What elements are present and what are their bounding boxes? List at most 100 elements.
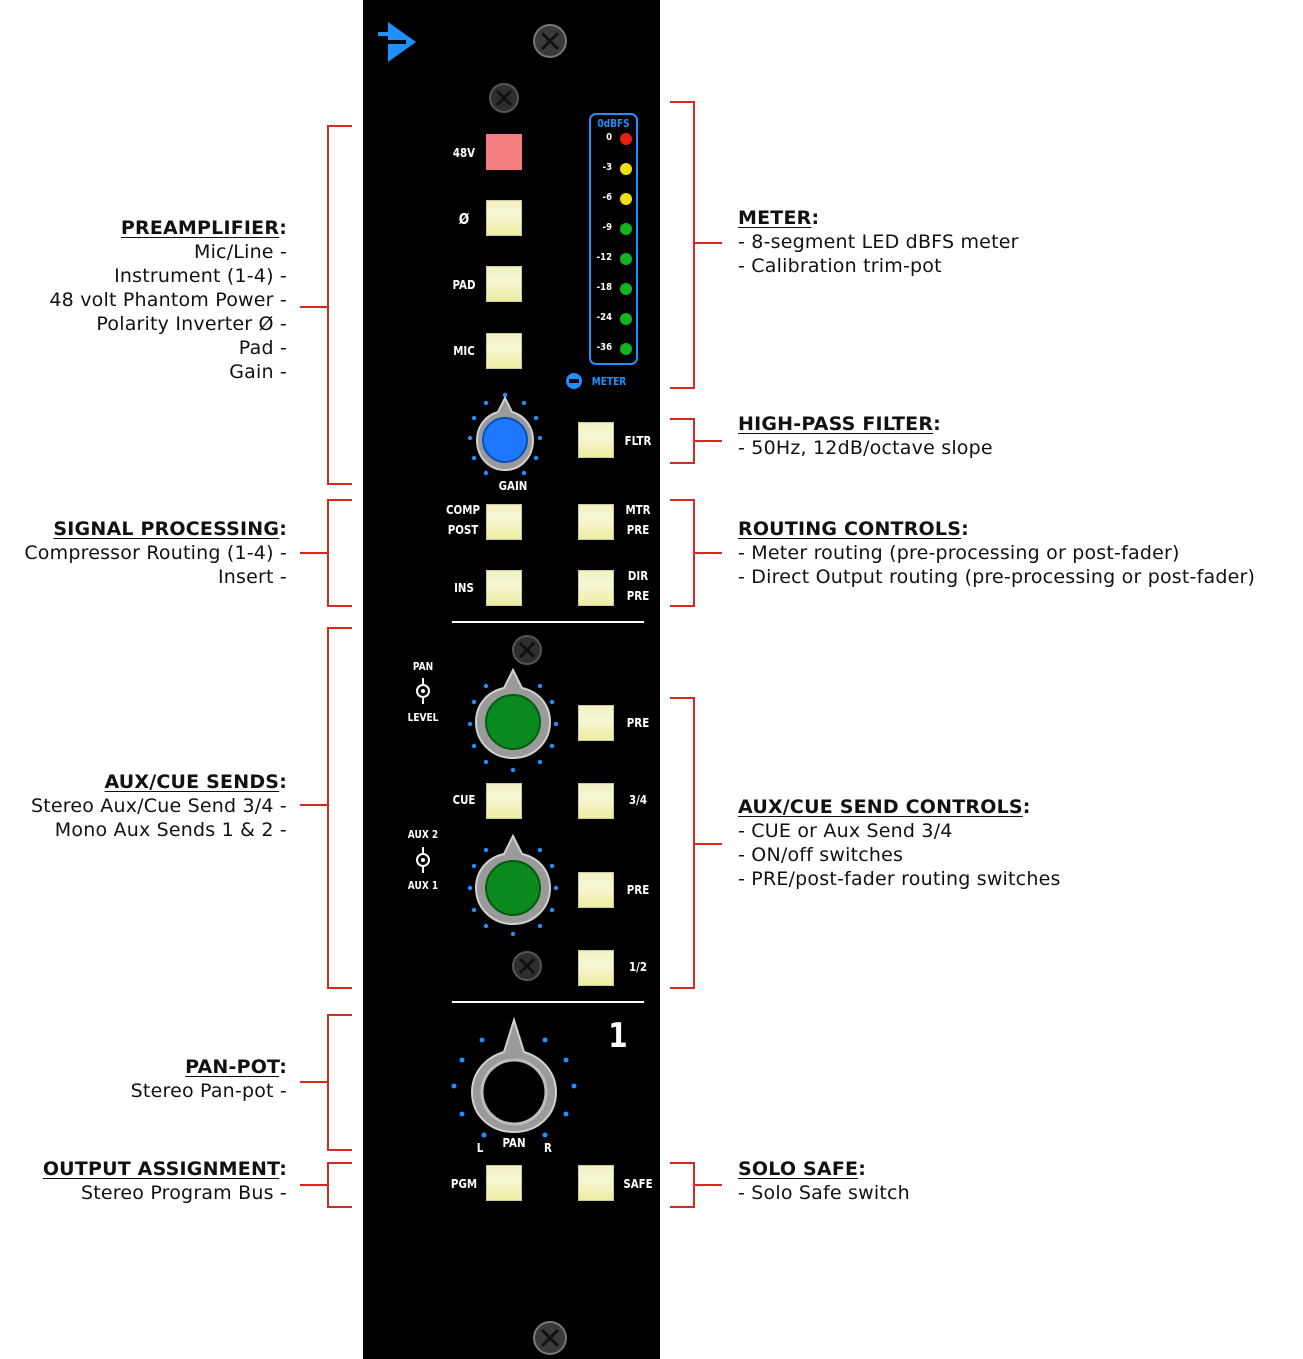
annotation-line: - Calibration trim-pot	[738, 255, 942, 277]
label-dir: DIR	[627, 568, 649, 583]
meter-trim-label: METER	[591, 375, 627, 388]
meter-title: 0dBFS	[597, 117, 630, 130]
annotation-output-assignment: OUTPUT ASSIGNMENT: Stereo Program Bus -	[42, 1158, 287, 1204]
label-pan-l: L	[476, 1140, 484, 1155]
meter-leds	[620, 133, 632, 355]
annotation-line: Gain -	[229, 361, 287, 383]
aux-34-button[interactable]	[578, 783, 614, 819]
solo-safe-button[interactable]	[578, 1165, 614, 1201]
bracket-output-assignment	[327, 1162, 352, 1208]
meter-led	[620, 253, 632, 265]
meter-led	[620, 163, 632, 175]
label-pan: PAN	[502, 1135, 526, 1150]
label-fltr: FLTR	[624, 433, 652, 448]
annotation-line: Mono Aux Sends 1 & 2 -	[54, 819, 287, 841]
meter-scale-label: -3	[602, 162, 612, 173]
annotation-line: Compressor Routing (1-4) -	[24, 542, 287, 564]
aux-cue-knob[interactable]	[467, 667, 559, 773]
meter-pre-button[interactable]	[578, 504, 614, 540]
meter-scale-label: -18	[596, 282, 612, 293]
annotation-line: Insert -	[218, 566, 287, 588]
bracket-preamplifier	[327, 125, 352, 485]
pad-button[interactable]	[486, 266, 522, 302]
aux-switch-icon	[416, 847, 430, 873]
label-34: 3/4	[628, 792, 648, 807]
pan-knob[interactable]	[451, 1016, 577, 1138]
aux-send-knob[interactable]	[467, 833, 559, 937]
annotation-line: - Solo Safe switch	[738, 1182, 910, 1204]
annotation-brackets	[300, 101, 722, 1208]
annotation-heading: OUTPUT ASSIGNMENT	[42, 1158, 280, 1180]
label-48v: 48V	[452, 145, 476, 160]
meter-scale-label: -6	[602, 192, 612, 203]
meter-led	[620, 133, 632, 145]
bracket-signal-processing	[327, 499, 352, 607]
annotation-line: Pad -	[238, 337, 287, 359]
bracket-aux-cue-sends	[327, 627, 352, 989]
screw-icon-top-right	[533, 24, 567, 58]
annotation-line: - 8-segment LED dBFS meter	[738, 231, 1019, 253]
gain-knob-scale-dots	[467, 392, 543, 476]
aux-send-knob-scale-dots	[467, 847, 559, 937]
api-logo-icon	[378, 22, 416, 62]
annotation-line: - 50Hz, 12dB/octave slope	[738, 437, 993, 459]
phantom-48v-button[interactable]	[486, 134, 522, 170]
annotation-line: - CUE or Aux Send 3/4	[738, 820, 953, 842]
label-aux1: AUX 1	[407, 879, 439, 892]
screw-icon-middle	[512, 635, 542, 665]
bracket-solo-safe	[670, 1162, 695, 1208]
annotation-routing-controls: ROUTING CONTROLS: - Meter routing (pre-p…	[738, 518, 1256, 588]
annotation-line: Polarity Inverter Ø -	[96, 313, 287, 335]
label-mtr: MTR	[625, 502, 651, 517]
annotation-heading: ROUTING CONTROLS	[738, 518, 962, 540]
label-cue: CUE	[452, 792, 476, 807]
label-pan-top: PAN	[412, 660, 434, 673]
label-aux-pre-top: PRE	[626, 715, 650, 730]
gain-knob[interactable]	[467, 392, 543, 476]
annotation-aux-cue-send-controls: AUX/CUE SEND CONTROLS: - CUE or Aux Send…	[738, 796, 1061, 890]
annotation-heading: METER	[738, 207, 812, 229]
annotation-heading: SOLO SAFE	[738, 1158, 859, 1180]
label-aux2: AUX 2	[407, 828, 439, 841]
bracket-high-pass-filter	[670, 418, 695, 464]
annotation-line: Instrument (1-4) -	[114, 265, 287, 287]
annotation-pan-pot: PAN-POT: Stereo Pan-pot -	[130, 1056, 287, 1102]
bracket-pan-pot	[327, 1014, 352, 1151]
label-12: 1/2	[628, 959, 648, 974]
annotation-meter: METER: - 8-segment LED dBFS meter - Cali…	[738, 207, 1019, 277]
annotation-aux-cue-sends: AUX/CUE SENDS: Stereo Aux/Cue Send 3/4 -…	[30, 771, 287, 841]
annotation-heading: HIGH-PASS FILTER	[738, 413, 934, 435]
insert-button[interactable]	[486, 570, 522, 606]
label-aux-pre-bottom: PRE	[626, 882, 650, 897]
aux-cue-knob-scale-dots	[467, 683, 559, 773]
mic-button[interactable]	[486, 333, 522, 369]
label-pad: PAD	[452, 277, 476, 292]
aux-12-pre-button[interactable]	[578, 872, 614, 908]
annotation-line: - ON/off switches	[738, 844, 904, 866]
channel-number: 1	[608, 1016, 628, 1056]
annotation-heading: PREAMPLIFIER	[120, 217, 280, 239]
annotation-line: Stereo Pan-pot -	[130, 1080, 287, 1102]
meter-led	[620, 223, 632, 235]
label-mtr-pre: PRE	[626, 522, 650, 537]
label-level: LEVEL	[407, 711, 439, 724]
label-dir-pre: PRE	[626, 588, 650, 603]
annotation-line: Mic/Line -	[193, 241, 287, 263]
aux-12-button[interactable]	[578, 950, 614, 986]
direct-pre-button[interactable]	[578, 570, 614, 606]
annotation-signal-processing: SIGNAL PROCESSING: Compressor Routing (1…	[24, 518, 287, 588]
meter-led	[620, 343, 632, 355]
annotation-heading: SIGNAL PROCESSING	[53, 518, 280, 540]
pgm-button[interactable]	[486, 1165, 522, 1201]
comp-post-button[interactable]	[486, 504, 522, 540]
annotation-heading: AUX/CUE SENDS	[104, 771, 280, 793]
meter-scale-label: -24	[596, 312, 612, 323]
polarity-button[interactable]	[486, 200, 522, 236]
meter-scale-label: -12	[596, 252, 612, 263]
cue-button[interactable]	[486, 783, 522, 819]
pan-knob-scale-dots	[451, 1037, 577, 1138]
aux-34-pre-button[interactable]	[578, 705, 614, 741]
filter-button[interactable]	[578, 422, 614, 458]
label-pan-r: R	[544, 1140, 552, 1155]
